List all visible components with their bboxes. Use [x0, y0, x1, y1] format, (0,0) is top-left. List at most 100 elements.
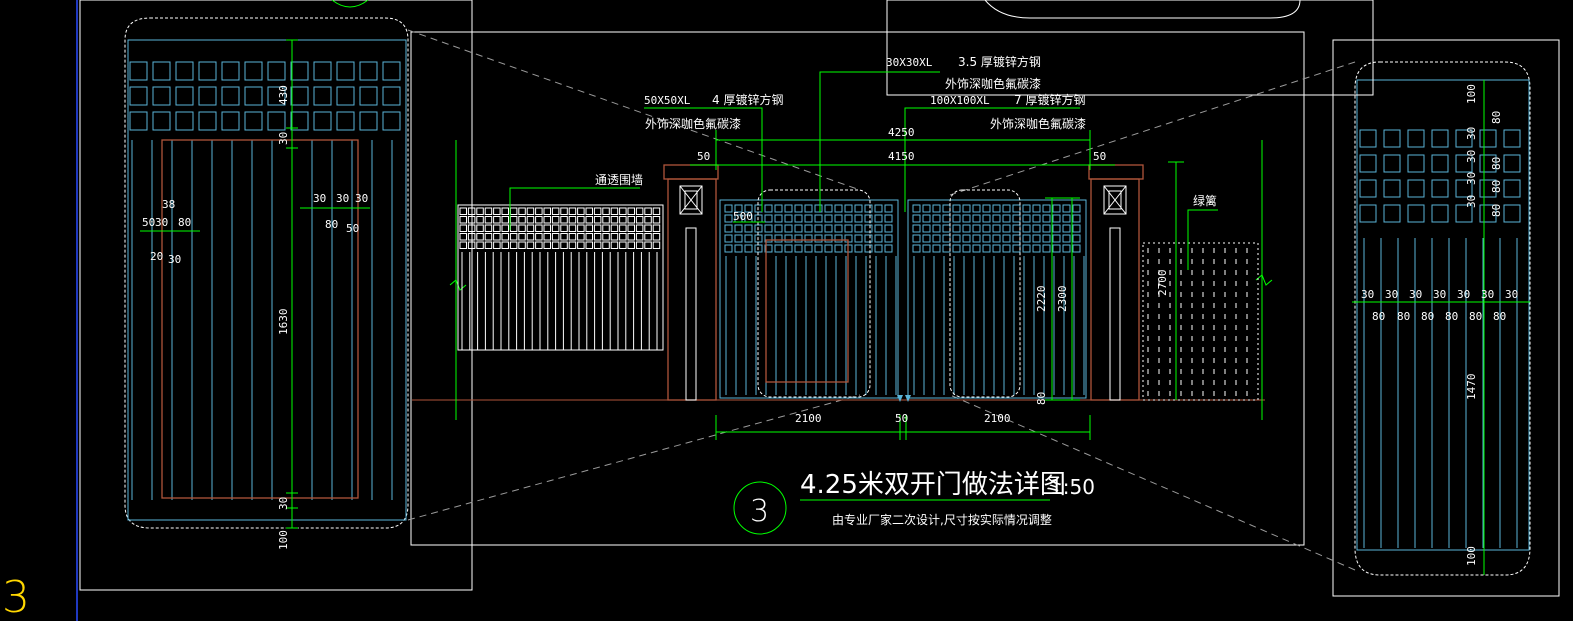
leaf-cell — [854, 204, 863, 213]
leaf-cell — [1022, 214, 1031, 223]
leaf-cell — [734, 224, 743, 233]
left-grid-cell — [313, 86, 332, 106]
left-grid-cell — [221, 111, 240, 131]
left-detail — [79, 0, 473, 591]
leaf-cell — [972, 244, 981, 253]
right-dim-v1: 30 — [1465, 127, 1478, 140]
title-number: 3 — [750, 494, 769, 529]
leaf-cell — [794, 224, 803, 233]
leaf-cell — [844, 214, 853, 223]
leaf-cell — [932, 224, 941, 233]
leaf-cell — [972, 214, 981, 223]
leaf-cell — [962, 224, 971, 233]
dim-gap: 50 — [895, 412, 908, 425]
wall-cell — [560, 241, 568, 249]
wall-cell — [501, 241, 509, 249]
left-grid-cell — [198, 86, 217, 106]
leaf-cell — [962, 244, 971, 253]
right-dim-h1: 30 — [1385, 288, 1398, 301]
left-grid-cell — [267, 111, 286, 131]
left-grid-cell — [221, 86, 240, 106]
leaf-cell — [884, 244, 893, 253]
leaf-cell — [1012, 224, 1021, 233]
leaf-cell — [864, 244, 873, 253]
spec3-size: 100X100XL — [930, 94, 990, 107]
wall-cell — [585, 224, 593, 232]
leaf-cell — [844, 204, 853, 213]
leaf-cell — [1002, 224, 1011, 233]
wall-cell — [577, 224, 585, 232]
leaf-cell — [922, 224, 931, 233]
leaf-cell — [1072, 224, 1081, 233]
leaf-cell — [734, 244, 743, 253]
wall-cell — [543, 216, 551, 224]
leaf-cell — [942, 244, 951, 253]
corner-mark: 3 — [2, 572, 30, 621]
right-dim-b4: 80 — [1469, 310, 1482, 323]
wall-cell — [509, 233, 518, 241]
wall-cell — [467, 216, 476, 224]
wall-cell — [568, 216, 577, 224]
left-grid-cell — [336, 61, 355, 81]
spec2-size: 50X50XL — [644, 94, 691, 107]
right-grid-cell — [1455, 129, 1473, 148]
leaf-cell — [912, 214, 921, 223]
leaf-cell — [774, 204, 783, 213]
right-dim-r0: 80 — [1490, 111, 1503, 124]
wall-cell — [493, 233, 501, 241]
wall-cell — [627, 241, 635, 249]
right-dim-v2: 30 — [1465, 150, 1478, 163]
wall-cell — [476, 216, 484, 224]
left-grid-cell — [244, 61, 263, 81]
left-grid-cell — [382, 86, 401, 106]
left-grid-cell — [267, 61, 286, 81]
right-grid-cell — [1383, 129, 1401, 148]
leaf-cell — [972, 224, 981, 233]
wall-cell — [610, 233, 619, 241]
wall-cell — [535, 207, 543, 215]
right-dim-h5: 30 — [1481, 288, 1494, 301]
hedge — [1142, 242, 1259, 401]
wall-cell — [627, 233, 635, 241]
leaf-cell — [874, 204, 883, 213]
hedge-outline — [1142, 242, 1259, 401]
dim-base: 80 — [1035, 392, 1048, 405]
wall-cell — [652, 207, 661, 215]
leaf-cell — [814, 234, 823, 243]
wall-cell — [585, 207, 593, 215]
right-grid-cell — [1431, 204, 1449, 223]
leaf-cell — [874, 224, 883, 233]
leaf-cell — [942, 214, 951, 223]
leaf-cell — [804, 234, 813, 243]
leaf-cell — [814, 244, 823, 253]
wall-cell — [476, 207, 484, 215]
leaf-cell — [834, 214, 843, 223]
leaf-cell — [952, 214, 961, 223]
leaf-cell — [774, 224, 783, 233]
wall-cell — [635, 241, 644, 249]
leaf-cell — [784, 234, 793, 243]
wall-cell — [551, 224, 560, 232]
wall-cell — [509, 216, 518, 224]
leaf-cell — [724, 204, 733, 213]
right-detail-cloud — [1354, 61, 1531, 576]
leaf-cell — [804, 224, 813, 233]
leaf-cell — [992, 244, 1001, 253]
leaf-cell — [864, 204, 873, 213]
left-grid-cell — [198, 111, 217, 131]
right-grid-cell — [1407, 204, 1425, 223]
title-note: 由专业厂家二次设计,尺寸按实际情况调整 — [832, 512, 1052, 527]
wall-cell — [543, 224, 551, 232]
wall-cell — [493, 216, 501, 224]
left-grid-cell — [290, 61, 309, 81]
right-grid-cell — [1359, 204, 1377, 223]
wall-cell — [518, 216, 526, 224]
wall-cell — [535, 241, 543, 249]
left-pillar-cap — [663, 164, 719, 180]
leaf-cell — [1022, 234, 1031, 243]
leaf-cell — [972, 204, 981, 213]
wall-cell — [535, 233, 543, 241]
leaf-cell — [834, 204, 843, 213]
wall-cell — [568, 207, 577, 215]
